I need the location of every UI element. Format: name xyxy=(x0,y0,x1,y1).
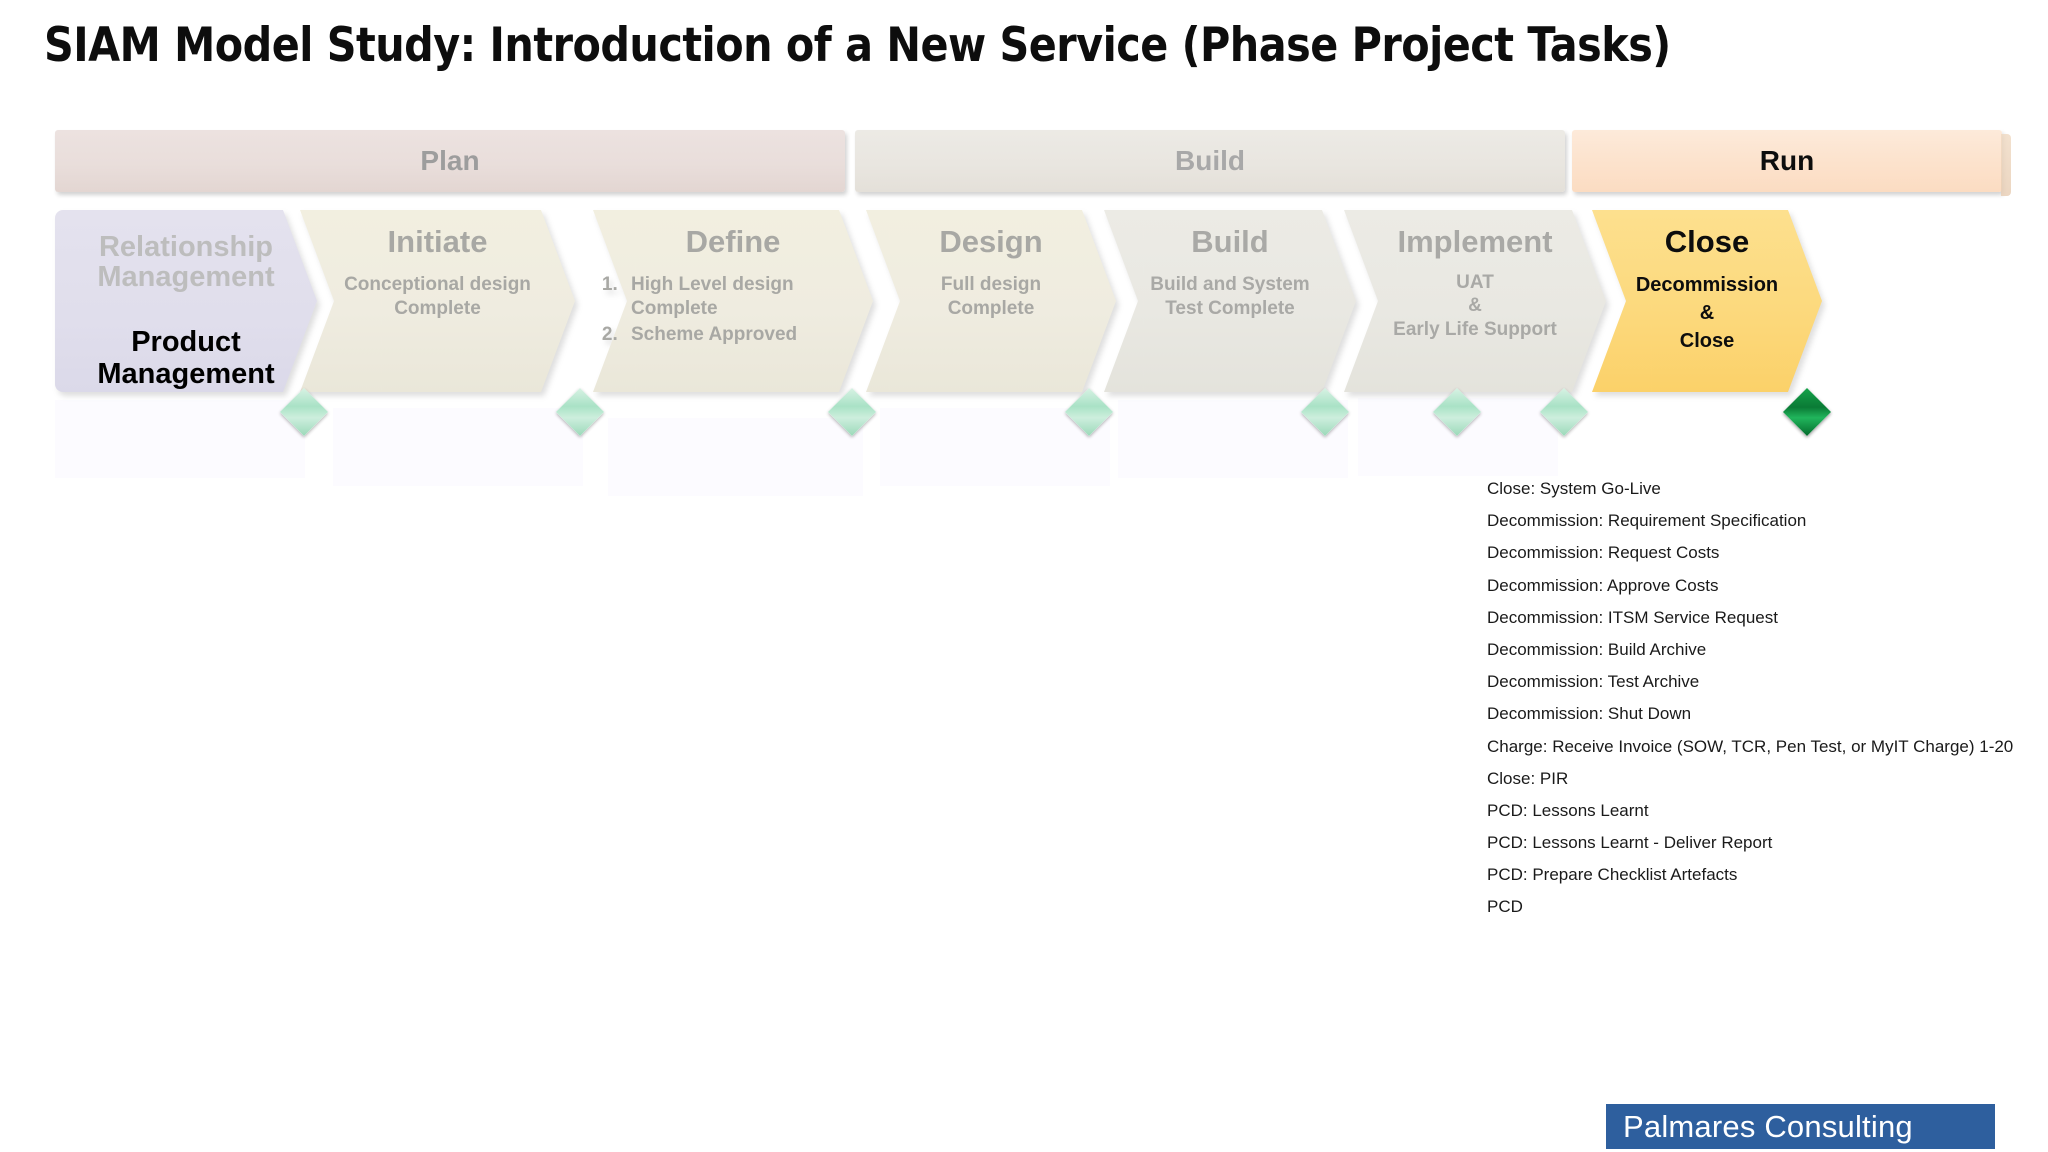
phase-banner-row: Plan Build Run xyxy=(0,130,2048,196)
task-item: PCD: Lessons Learnt xyxy=(1487,800,1649,820)
phase-banner-plan-label: Plan xyxy=(420,145,480,176)
page-title: SIAM Model Study: Introduction of a New … xyxy=(44,18,1671,73)
phase-banner-plan[interactable]: Plan xyxy=(55,130,845,192)
chevron-shape xyxy=(1592,210,1822,392)
task-item: Decommission: Request Costs xyxy=(1487,543,1720,563)
task-item: Close: System Go-Live xyxy=(1487,479,1661,498)
phase-banner-run[interactable]: Run xyxy=(1572,130,2011,196)
task-item: PCD xyxy=(1487,897,1523,917)
stage-subtitle-line1: Decommission xyxy=(1635,273,1779,296)
task-item: Decommission: ITSM Service Request xyxy=(1487,607,1778,627)
stage-title: Design xyxy=(939,224,1043,259)
stage-item: High Level design Complete xyxy=(623,273,865,322)
task-item: Decommission: Requirement Specification xyxy=(1487,511,1807,531)
stage-subtitle-line2: Test Complete xyxy=(1165,297,1295,319)
stage-chevron-row: Relationship Management Product Manageme… xyxy=(0,210,2048,400)
task-item: PCD: Prepare Checklist Artefacts xyxy=(1487,865,1738,885)
stage-implement[interactable]: Implement UAT & Early Life Support xyxy=(1344,210,1606,392)
stage-subtitle-line2: Complete xyxy=(394,297,481,319)
stage-subtitle-line2: & xyxy=(1468,295,1482,317)
stage-subtitle-line1: Full design xyxy=(940,273,1042,295)
task-item: Decommission: Shut Down xyxy=(1487,704,1692,724)
stage-title: Initiate xyxy=(387,224,488,259)
stage-title: Implement xyxy=(1397,224,1553,259)
task-item: Decommission: Approve Costs xyxy=(1487,575,1719,595)
task-item: Close: PIR xyxy=(1487,768,1569,788)
ghost-strip-2 xyxy=(333,408,583,486)
stage-title: Close xyxy=(1664,224,1750,259)
brand-name: Palmares Consulting xyxy=(1623,1108,1913,1144)
close-task-list: Close: System Go-Live Decommission: Requ… xyxy=(1487,480,2027,931)
stage-title-line2: Management xyxy=(97,261,275,294)
task-item: PCD: Lessons Learnt - Deliver Report xyxy=(1487,833,1773,853)
stage-design[interactable]: Design Full design Complete xyxy=(866,210,1116,392)
stage-title-line1: Relationship xyxy=(98,231,273,263)
chevron-shape xyxy=(55,210,317,392)
stage-subtitle-line3: Close xyxy=(1679,330,1735,353)
phase-banner-build[interactable]: Build xyxy=(855,130,1565,192)
stage-subtitle-line1: Conceptional design xyxy=(344,273,531,295)
stage-item-list: High Level design Complete Scheme Approv… xyxy=(593,273,865,348)
stage-subtitle-line1: UAT xyxy=(1456,271,1494,293)
chevron-shape xyxy=(1104,210,1356,392)
stage-initiate[interactable]: Initiate Conceptional design Complete xyxy=(300,210,575,392)
phase-banner-run-label: Run xyxy=(1759,145,1815,176)
stage-subtitle-line2: & xyxy=(1699,301,1715,324)
chevron-shape xyxy=(1344,210,1606,392)
stage-subtitle-line2: Complete xyxy=(947,297,1035,319)
stage-title2-line2: Management xyxy=(97,357,275,390)
task-item: Charge: Receive Invoice (SOW, TCR, Pen T… xyxy=(1487,736,2014,756)
task-item: Decommission: Build Archive xyxy=(1487,639,1707,659)
stage-subtitle-line3: Early Life Support xyxy=(1393,319,1557,341)
task-item: Decommission: Test Archive xyxy=(1487,672,1700,692)
chevron-shape xyxy=(300,210,575,392)
chevron-shape xyxy=(866,210,1116,392)
stage-item: Scheme Approved xyxy=(623,323,865,347)
stage-title: Define xyxy=(685,224,781,259)
phase-banner-build-label: Build xyxy=(1175,145,1245,176)
stage-build[interactable]: Build Build and System Test Complete xyxy=(1104,210,1356,392)
stage-relationship-product-management[interactable]: Relationship Management Product Manageme… xyxy=(55,210,317,392)
ghost-strip-3 xyxy=(608,418,863,496)
stage-title2-line1: Product xyxy=(131,325,241,358)
stage-close[interactable]: Close Decommission & Close xyxy=(1592,210,1822,392)
stage-subtitle-line1: Build and System xyxy=(1150,273,1310,295)
brand-footer: Palmares Consulting xyxy=(1606,1104,1995,1149)
chevron-shape xyxy=(593,210,873,392)
stage-title: Build xyxy=(1191,224,1269,259)
ghost-strip-1 xyxy=(55,400,305,478)
stage-define[interactable]: Define High Level design Complete Scheme… xyxy=(593,210,873,392)
ghost-strip-4 xyxy=(880,408,1110,486)
